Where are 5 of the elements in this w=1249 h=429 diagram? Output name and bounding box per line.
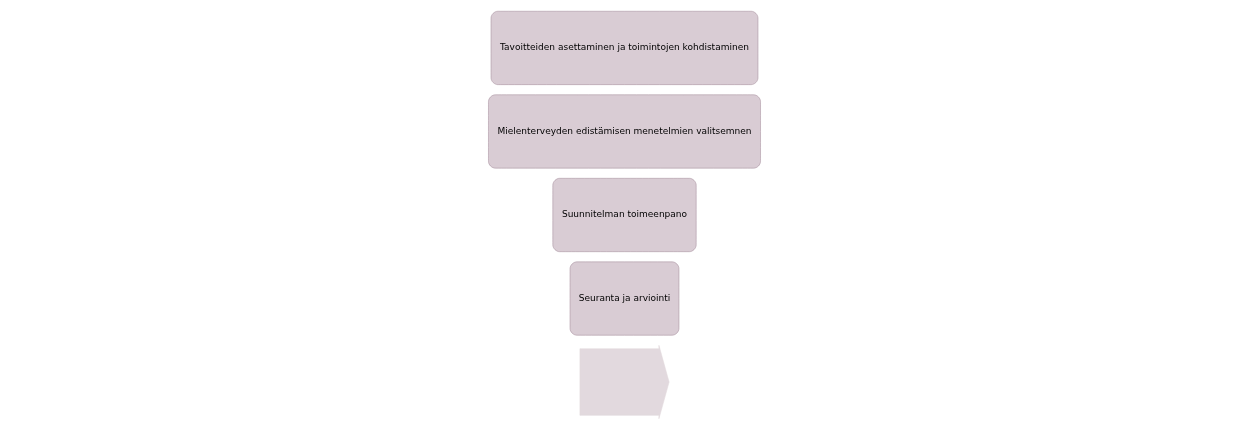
node-box: Tavoitteiden asettaminen ja toimintojen kohdistaminen bbox=[490, 10, 759, 85]
node-arrow bbox=[579, 344, 670, 419]
node-box: Mielenterveyden edistämisen menetelmien valitsemnen bbox=[488, 94, 761, 168]
node-box: Seuranta ja arviointi bbox=[569, 261, 680, 335]
node-box: Suunnitelman toimeenpano bbox=[552, 177, 697, 252]
